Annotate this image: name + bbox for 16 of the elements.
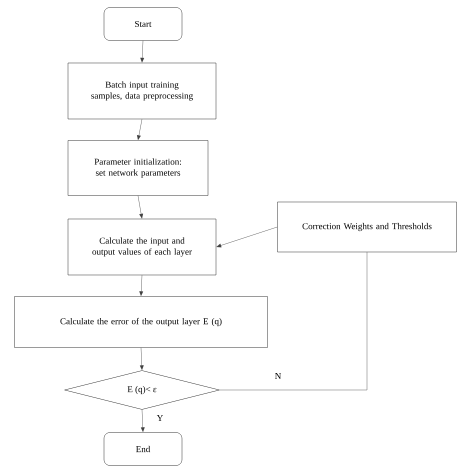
terminal-box: Start <box>104 7 182 41</box>
arrow <box>140 410 145 432</box>
process-box: Batch input training samples, data preprocessing <box>68 62 216 120</box>
arrow <box>140 348 144 370</box>
edge-label: N <box>274 372 282 380</box>
process-box: Correction Weights and Thresholds <box>277 202 457 252</box>
process-box: Calculate the input and output values of each layer <box>68 218 216 276</box>
terminal-box: End <box>104 432 182 466</box>
arrow <box>139 275 144 296</box>
process-box: Parameter initialization: set network parameters <box>68 140 208 196</box>
arrow <box>216 226 278 248</box>
edge-label: Y <box>156 414 164 422</box>
arrow <box>140 40 144 62</box>
arrow <box>138 196 144 218</box>
process-box: Calculate the error of the output layer E (q) <box>14 296 268 348</box>
arrow <box>136 119 142 140</box>
